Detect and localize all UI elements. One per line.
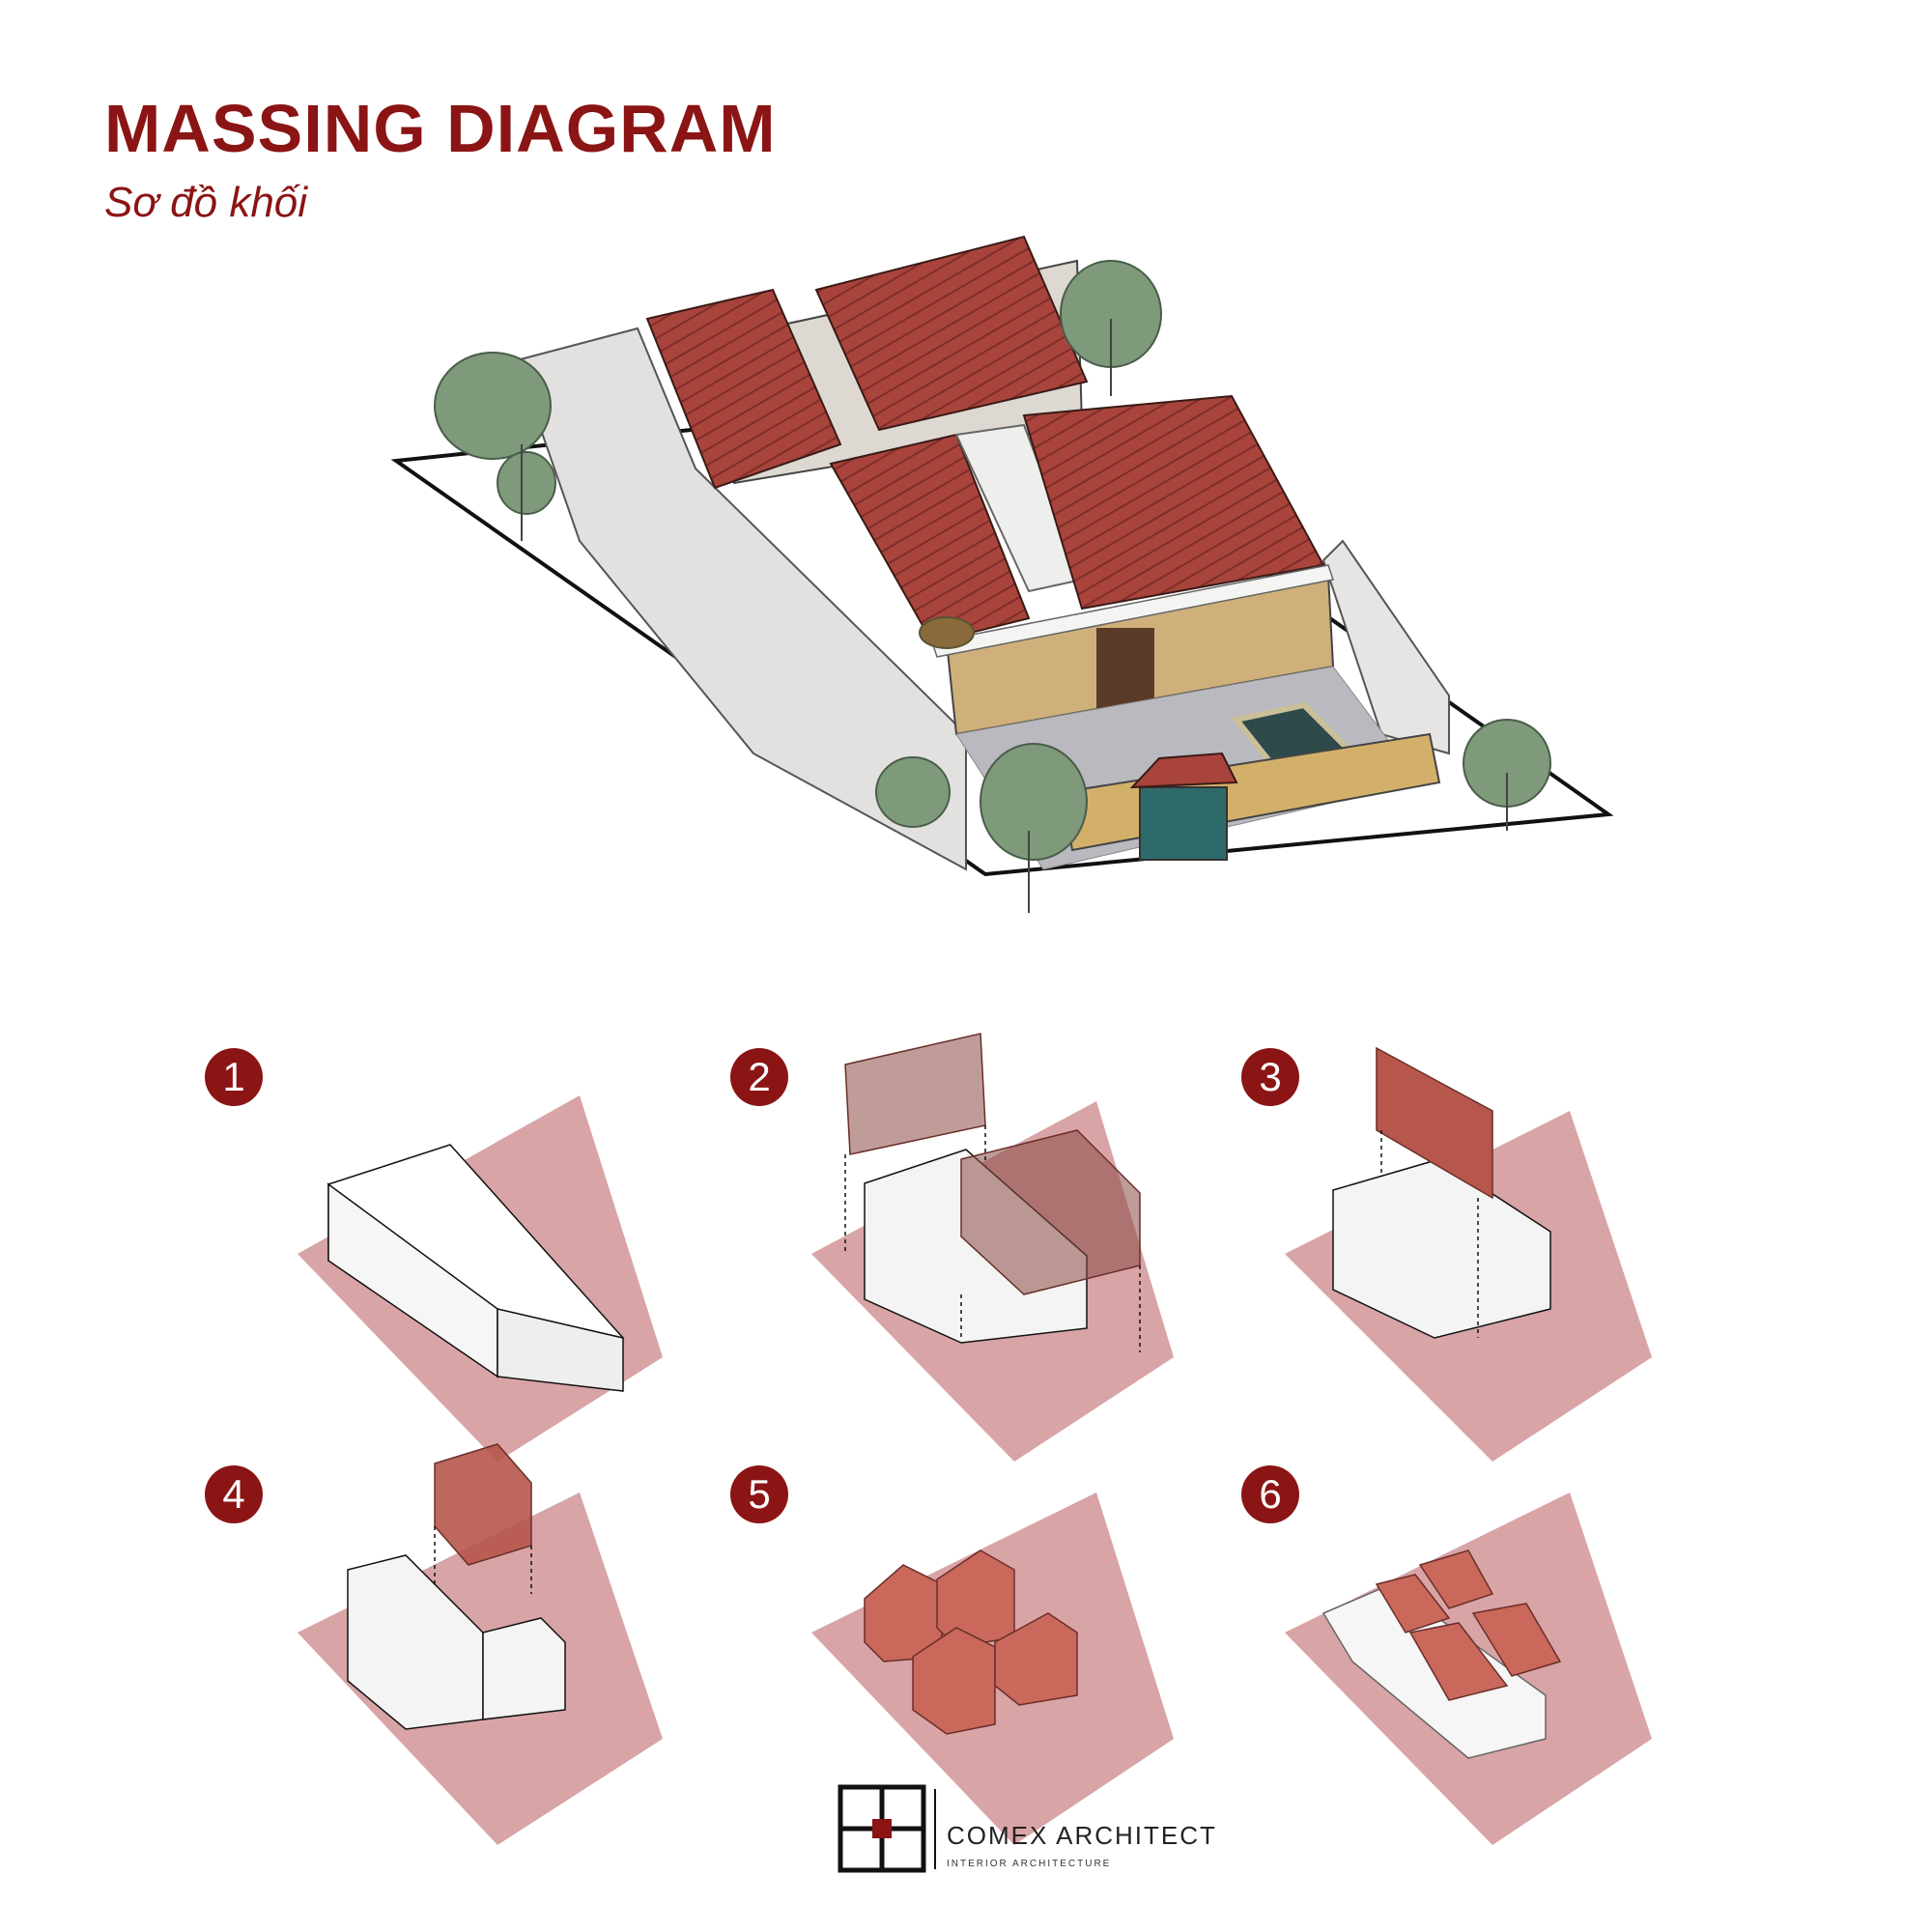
step-badge-1: 1 <box>205 1048 263 1106</box>
tree-left <box>434 352 556 541</box>
page-subtitle: Sơ đồ khối <box>104 179 308 226</box>
gate-roof <box>1129 752 1238 789</box>
rear-roof-left <box>645 288 842 490</box>
main-house-axonometric <box>390 235 1614 913</box>
base-mass-right <box>482 1617 566 1720</box>
rear-roof <box>1375 1574 1451 1634</box>
front-door <box>1096 628 1154 710</box>
right-wall <box>1321 539 1450 755</box>
step-badge-2: 2 <box>730 1048 788 1106</box>
brand-tagline: INTERIOR ARCHITECTURE <box>947 1859 1112 1869</box>
step-badge-3: 3 <box>1241 1048 1299 1106</box>
mass-right-face <box>497 1308 624 1392</box>
step-badge-5: 5 <box>730 1465 788 1523</box>
tree-back <box>1060 260 1162 396</box>
step-5-diagram <box>811 1492 1174 1845</box>
added-volume <box>434 1443 532 1566</box>
tree-front-left <box>875 743 1088 913</box>
page-title: MASSING DIAGRAM <box>104 91 777 166</box>
boundary-wall <box>515 327 967 871</box>
round-window <box>919 616 975 649</box>
front-roof-2 <box>1471 1603 1562 1677</box>
rear-roof-2 <box>1418 1549 1494 1609</box>
step-6-diagram <box>1285 1492 1652 1845</box>
roof-volume-rear <box>844 1033 986 1155</box>
front-roof-left <box>829 433 1031 644</box>
step-2-diagram <box>811 1033 1174 1462</box>
rear-roof-right <box>814 235 1089 432</box>
roof-block-4 <box>994 1612 1078 1706</box>
tree-front-right <box>1463 719 1551 831</box>
roof-eave <box>931 564 1334 658</box>
front-roof-right <box>1022 394 1325 611</box>
roof-block-3 <box>912 1627 996 1735</box>
step-4-diagram <box>298 1443 663 1845</box>
brand-name: COMEX ARCHITECT <box>947 1821 1217 1850</box>
step-3-diagram <box>1285 1046 1652 1462</box>
brand-logo-mark <box>838 1784 936 1873</box>
step-1-diagram <box>298 1095 663 1462</box>
partition-wall <box>1376 1046 1493 1200</box>
step-badge-6: 6 <box>1241 1465 1299 1523</box>
front-roof <box>1408 1622 1509 1701</box>
step-badge-4: 4 <box>205 1465 263 1523</box>
entrance-gate <box>1139 786 1228 861</box>
